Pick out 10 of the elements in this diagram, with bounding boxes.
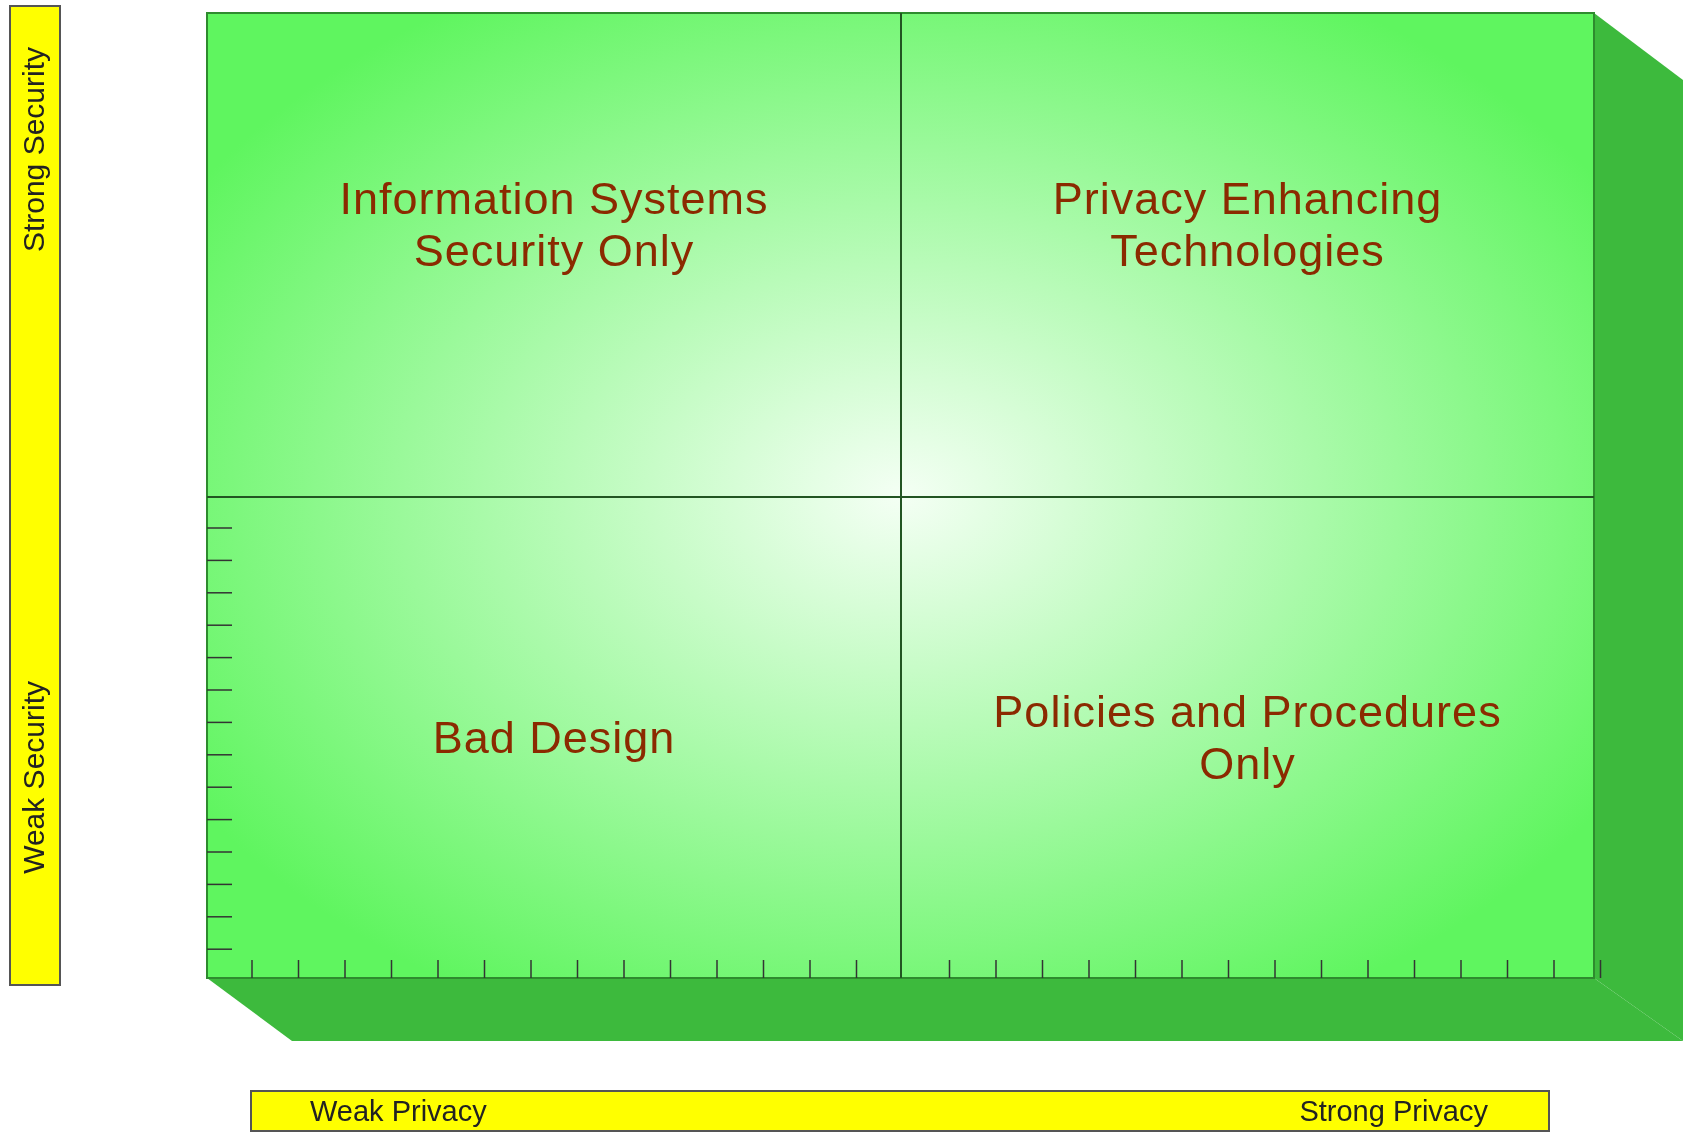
axis-label: Weak Security [17, 681, 51, 874]
quadrant-label: Privacy Enhancing Technologies [1051, 173, 1444, 277]
axis-bar [9, 5, 61, 986]
quadrant-label: Policies and Procedures Only [992, 685, 1503, 790]
quadrant-label: Information Systems Security Only [338, 173, 770, 277]
axis-label: Weak Privacy [310, 1095, 487, 1127]
quadrant-label: Bad Design [432, 711, 676, 764]
axis-label: Strong Security [17, 47, 51, 253]
axis-bar [250, 1090, 1550, 1132]
axis-label: Strong Privacy [1299, 1095, 1488, 1127]
